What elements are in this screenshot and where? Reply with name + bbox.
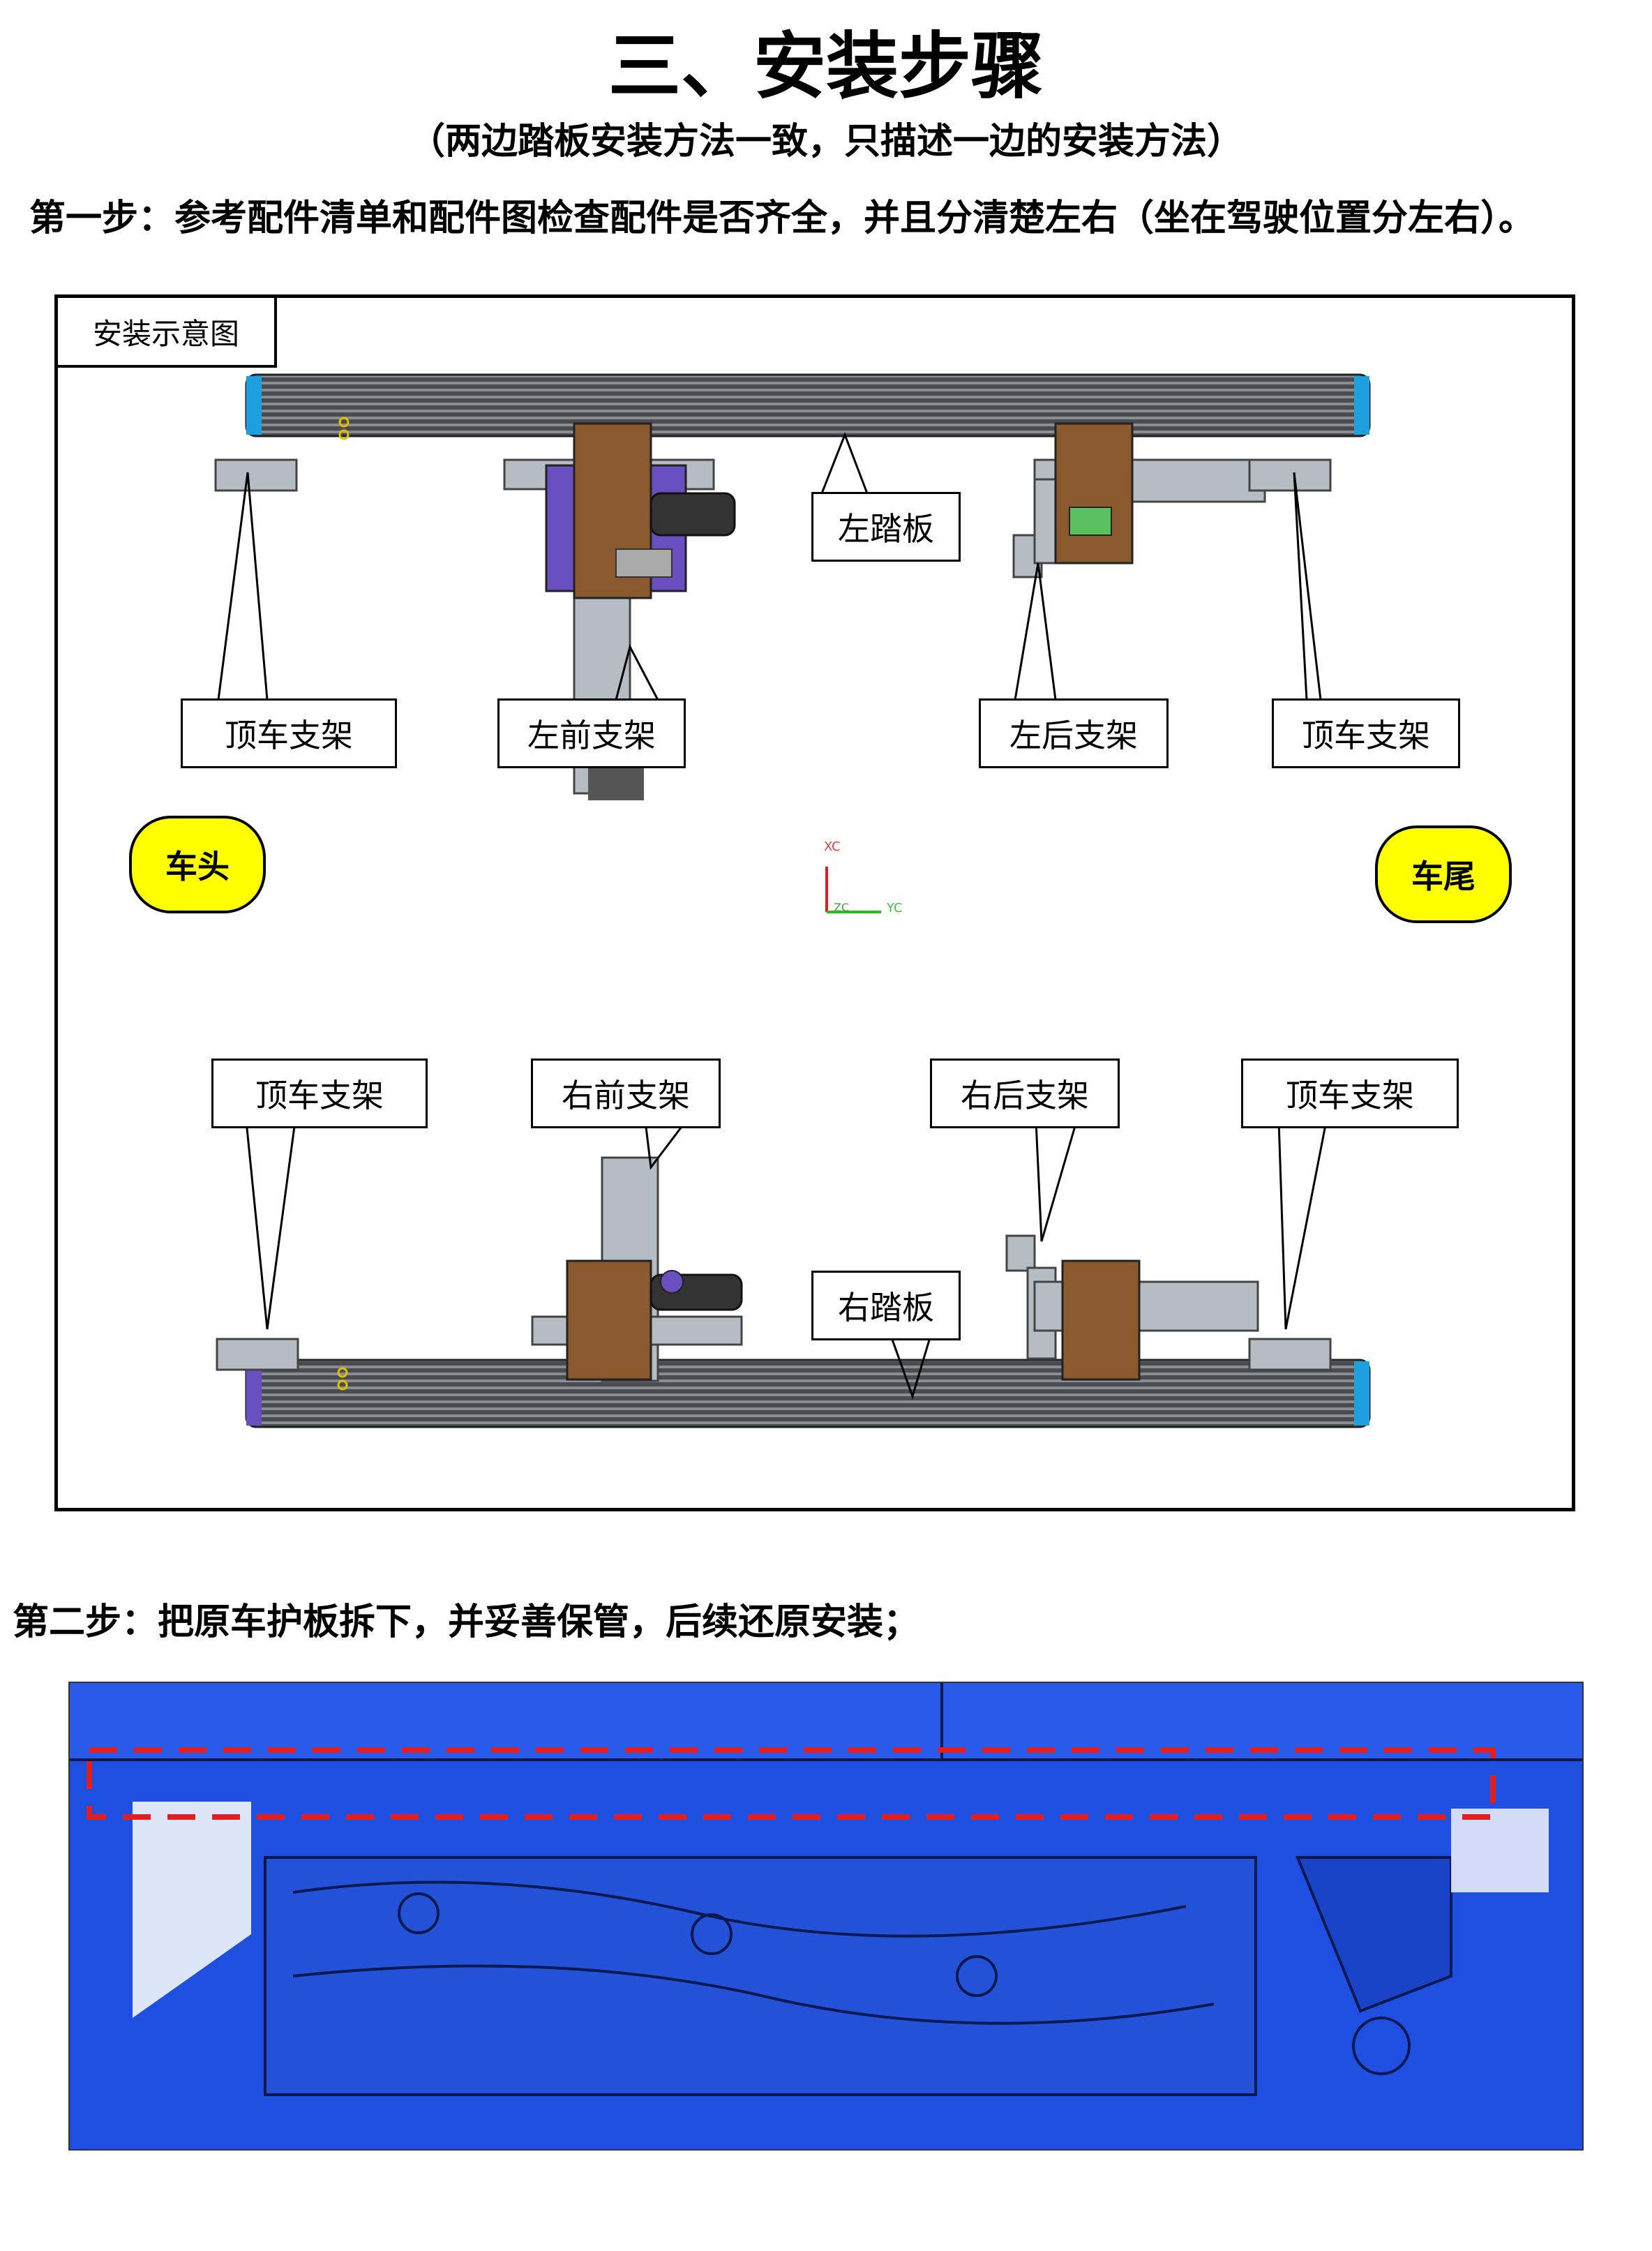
installation-diagram: XC YC ZC 安装示意图 左踏板 顶车支架 左前支架 左后支架 顶车支架 车… bbox=[54, 294, 1575, 1511]
diagram-drawing bbox=[214, 373, 1371, 1428]
callout-right-front: 右前支架 bbox=[531, 1059, 721, 1128]
callout-top-bracket-2: 顶车支架 bbox=[1272, 698, 1460, 768]
page-title: 三、安装步骤 bbox=[608, 24, 1044, 109]
step-one-text: 第一步：参考配件清单和配件图检查配件是否齐全，并且分清楚左右（坐在驾驶位置分左右… bbox=[29, 197, 1535, 239]
callout-top-bracket-3: 顶车支架 bbox=[211, 1059, 428, 1128]
left-rear-bracket-graphic bbox=[1012, 422, 1266, 578]
callout-top-bracket-1: 顶车支架 bbox=[181, 698, 397, 768]
right-rear-bracket-graphic bbox=[1005, 1234, 1259, 1381]
top-bracket-graphic-3 bbox=[216, 1338, 299, 1371]
axis-triad bbox=[825, 867, 881, 913]
callout-right-rear: 右后支架 bbox=[930, 1059, 1120, 1128]
axis-label-xc: XC bbox=[824, 839, 841, 854]
page-subtitle: （两边踏板安装方法一致，只描述一边的安装方法） bbox=[408, 121, 1243, 163]
callout-left-board: 左踏板 bbox=[811, 492, 961, 562]
top-bracket-graphic-4 bbox=[1248, 1338, 1332, 1371]
highlight-box bbox=[87, 1747, 1496, 1820]
top-bracket-graphic-2 bbox=[1248, 458, 1332, 492]
right-board-graphic bbox=[245, 1359, 1371, 1428]
callout-left-rear: 左后支架 bbox=[979, 698, 1169, 768]
front-indicator: 车头 bbox=[129, 816, 266, 913]
callout-left-front: 左前支架 bbox=[497, 698, 686, 768]
vehicle-underbody-scan bbox=[70, 1683, 1582, 2149]
step-two-text: 第二步：把原车护板拆下，并妥善保管，后续还原安装； bbox=[13, 1601, 920, 1643]
diagram-tag: 安装示意图 bbox=[58, 298, 277, 368]
callout-right-board: 右踏板 bbox=[811, 1271, 961, 1340]
axis-label-yc: YC bbox=[887, 901, 903, 915]
left-front-bracket-graphic bbox=[503, 422, 736, 800]
rear-indicator: 车尾 bbox=[1375, 825, 1512, 923]
underbody-photo bbox=[68, 1682, 1584, 2151]
axis-label-zc: ZC bbox=[834, 901, 850, 914]
callout-top-bracket-4: 顶车支架 bbox=[1241, 1059, 1459, 1128]
left-board-graphic bbox=[245, 373, 1371, 440]
right-front-bracket-graphic bbox=[531, 1156, 743, 1382]
callout-pointers bbox=[217, 431, 1328, 1400]
top-bracket-graphic-1 bbox=[214, 458, 298, 492]
